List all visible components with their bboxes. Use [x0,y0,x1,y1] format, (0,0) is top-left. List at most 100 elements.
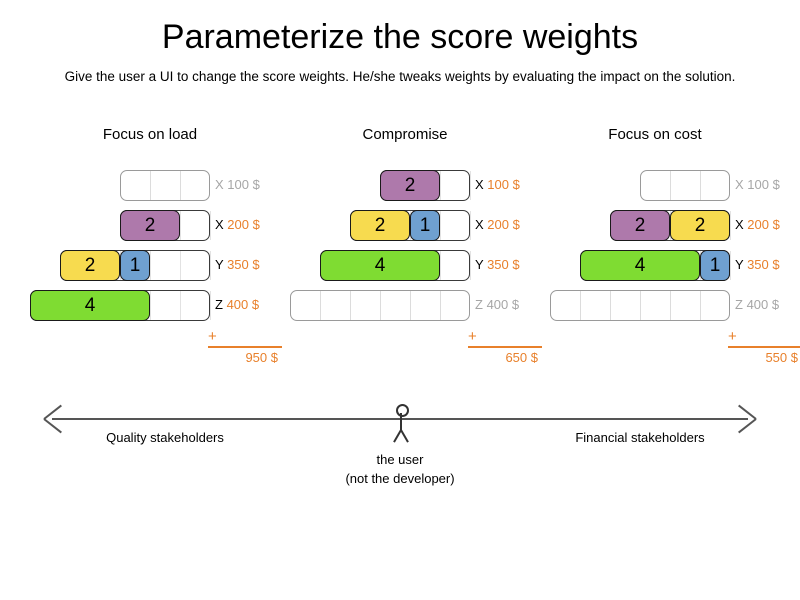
row-label-price: 400 $ [486,297,520,312]
weight-slider-track[interactable]: 4 [30,290,211,321]
stick-figure-icon [385,398,417,448]
row-label-letter: X [735,217,744,232]
weight-slider-track[interactable]: 4 [320,250,471,281]
slider-segment-green[interactable]: 4 [30,290,150,321]
row-label-letter: Y [735,257,744,272]
slider-cell[interactable] [641,291,671,320]
slider-cell[interactable] [671,171,701,200]
slider-cell[interactable] [151,211,181,240]
slider-cell[interactable] [181,211,211,240]
slider-cell[interactable] [121,171,151,200]
slider-segment-purple[interactable]: 2 [610,210,670,241]
row-label: X 200 $ [735,217,780,232]
column-total: +650 $ [456,328,542,365]
column-total: +950 $ [196,329,282,365]
slider-segment-yellow[interactable]: 2 [350,210,410,241]
row-label: Z 400 $ [735,297,779,312]
column-heading: Focus on cost [608,126,702,143]
slider-cell[interactable] [701,211,731,240]
slider-cell[interactable] [411,291,441,320]
slider-cell[interactable] [151,171,181,200]
weight-slider-track[interactable] [640,170,730,201]
slider-segment-green[interactable]: 4 [580,250,700,281]
row-label-price: 350 $ [747,257,780,272]
weight-slider-track[interactable] [120,170,210,201]
slider-segment-blue[interactable]: 1 [700,250,730,281]
slider-cell[interactable] [701,291,731,320]
slider-cell[interactable] [411,211,441,240]
total-rule [208,346,282,348]
slider-cell[interactable] [551,291,581,320]
total-rule [728,346,800,348]
slider-segment-yellow[interactable]: 2 [60,250,120,281]
slider-row: Z 400 $ [285,286,550,326]
slider-cell[interactable] [411,171,441,200]
slider-cell[interactable] [181,251,211,280]
column-total: +550 $ [716,329,800,365]
slider-cell[interactable] [121,291,151,320]
slider-cell[interactable] [411,251,441,280]
slider-segment-blue[interactable]: 1 [410,210,440,241]
total-plus-sign: + [468,328,477,345]
slider-segment-yellow[interactable]: 2 [670,210,730,241]
weight-slider-track[interactable] [550,290,730,321]
slider-segment-purple[interactable]: 2 [120,210,180,241]
row-label: Y 350 $ [735,257,780,272]
slider-cell[interactable] [441,211,471,240]
slider-row: 2 X 100 $ [285,166,550,206]
slider-cell[interactable] [381,291,411,320]
slider-cell[interactable] [701,171,731,200]
slider-cell[interactable] [181,171,211,200]
row-label-price: 100 $ [487,177,520,192]
slider-cell[interactable] [291,291,321,320]
row-label-price: 350 $ [487,257,520,272]
row-label-price: 200 $ [747,217,780,232]
slider-row: Z 400 $ [540,286,800,326]
slider-cell[interactable] [151,291,181,320]
weight-slider-track[interactable]: 2 [380,170,471,201]
row-label-price: 400 $ [746,297,780,312]
slider-cell[interactable] [581,291,611,320]
slider-cell[interactable] [671,291,701,320]
slider-segment-purple[interactable]: 2 [380,170,440,201]
slider-segment-blue[interactable]: 1 [120,250,150,281]
stakeholder-axis: Quality stakeholders Financial stakehold… [0,398,800,518]
slider-cell[interactable] [611,291,641,320]
row-label: Y 350 $ [475,257,520,272]
column-heading: Focus on load [102,126,198,143]
total-value: 550 $ [765,350,798,365]
total-value: 650 $ [505,350,538,365]
slider-cell[interactable] [441,171,471,200]
slider-cell[interactable] [181,291,211,320]
axis-label-right: Financial stakeholders [575,430,705,445]
row-label: X 100 $ [475,177,520,192]
weight-slider-track[interactable]: 2 [120,210,211,241]
slider-cell[interactable] [121,251,151,280]
slider-cell[interactable] [441,291,471,320]
slider-cell[interactable] [151,251,181,280]
stick-figure-head [396,404,409,417]
slider-cell[interactable] [321,291,351,320]
slider-row: X 100 $ [540,166,800,206]
column-heading: Compromise [362,126,448,143]
slider-cell[interactable] [441,251,471,280]
slider-cell[interactable] [641,171,671,200]
slider-cell[interactable] [351,291,381,320]
weight-slider-track[interactable] [290,290,470,321]
slider-segment-green[interactable]: 4 [320,250,440,281]
slider-cell[interactable] [701,251,731,280]
